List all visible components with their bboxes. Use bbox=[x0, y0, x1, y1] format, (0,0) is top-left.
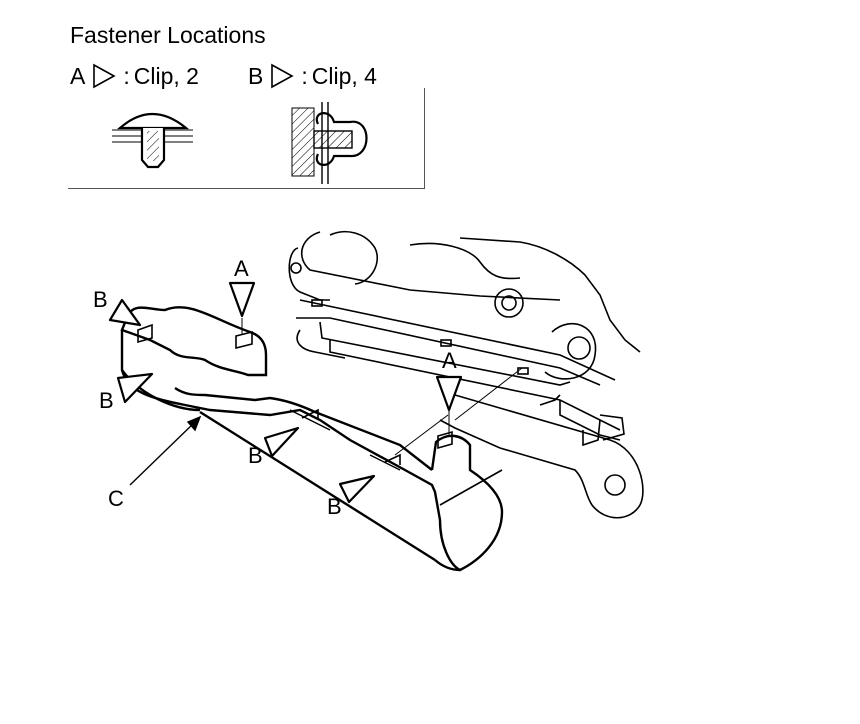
callout-triangles bbox=[108, 281, 463, 504]
clip-b-pointer-icon bbox=[338, 474, 376, 504]
callout-label-a: A bbox=[234, 256, 249, 281]
clip-a-pointer-icon bbox=[228, 281, 256, 318]
callout-label-b: B bbox=[93, 287, 108, 312]
callout-label-b: B bbox=[99, 388, 114, 413]
legend-item-a: A : Clip, 2 bbox=[70, 61, 199, 91]
clip-b-pointer-icon bbox=[263, 426, 300, 458]
connection-lines bbox=[241, 318, 523, 456]
triangle-pointer-icon bbox=[93, 63, 117, 89]
seat-track-cover bbox=[120, 306, 504, 572]
callout-label-b: B bbox=[327, 494, 342, 519]
part-c-leader bbox=[129, 415, 202, 486]
clip-b-pointer-icon bbox=[116, 372, 154, 404]
clip-b-pointer-icon bbox=[108, 298, 142, 327]
seat-frame-outline bbox=[288, 231, 644, 519]
legend-separator-a: : bbox=[123, 63, 130, 89]
legend-letter-a: A bbox=[70, 63, 86, 89]
triangle-pointer-icon bbox=[271, 63, 295, 89]
legend-separator-b: : bbox=[301, 63, 308, 89]
legend-text-b: Clip, 4 bbox=[311, 63, 377, 89]
diagram-title: Fastener Locations bbox=[70, 22, 266, 48]
callout-label-b: B bbox=[248, 443, 263, 468]
clip-a-pointer-icon bbox=[435, 375, 463, 412]
legend-text-a: Clip, 2 bbox=[133, 63, 199, 89]
clip-b-section-icon bbox=[291, 102, 368, 184]
legend-item-b: B : Clip, 4 bbox=[248, 61, 377, 91]
legend-box bbox=[68, 88, 425, 189]
clip-a-section-icon bbox=[112, 113, 193, 169]
callout-label-a: A bbox=[442, 348, 457, 373]
callout-label-c: C bbox=[108, 486, 124, 511]
legend-letter-b: B bbox=[248, 63, 264, 89]
